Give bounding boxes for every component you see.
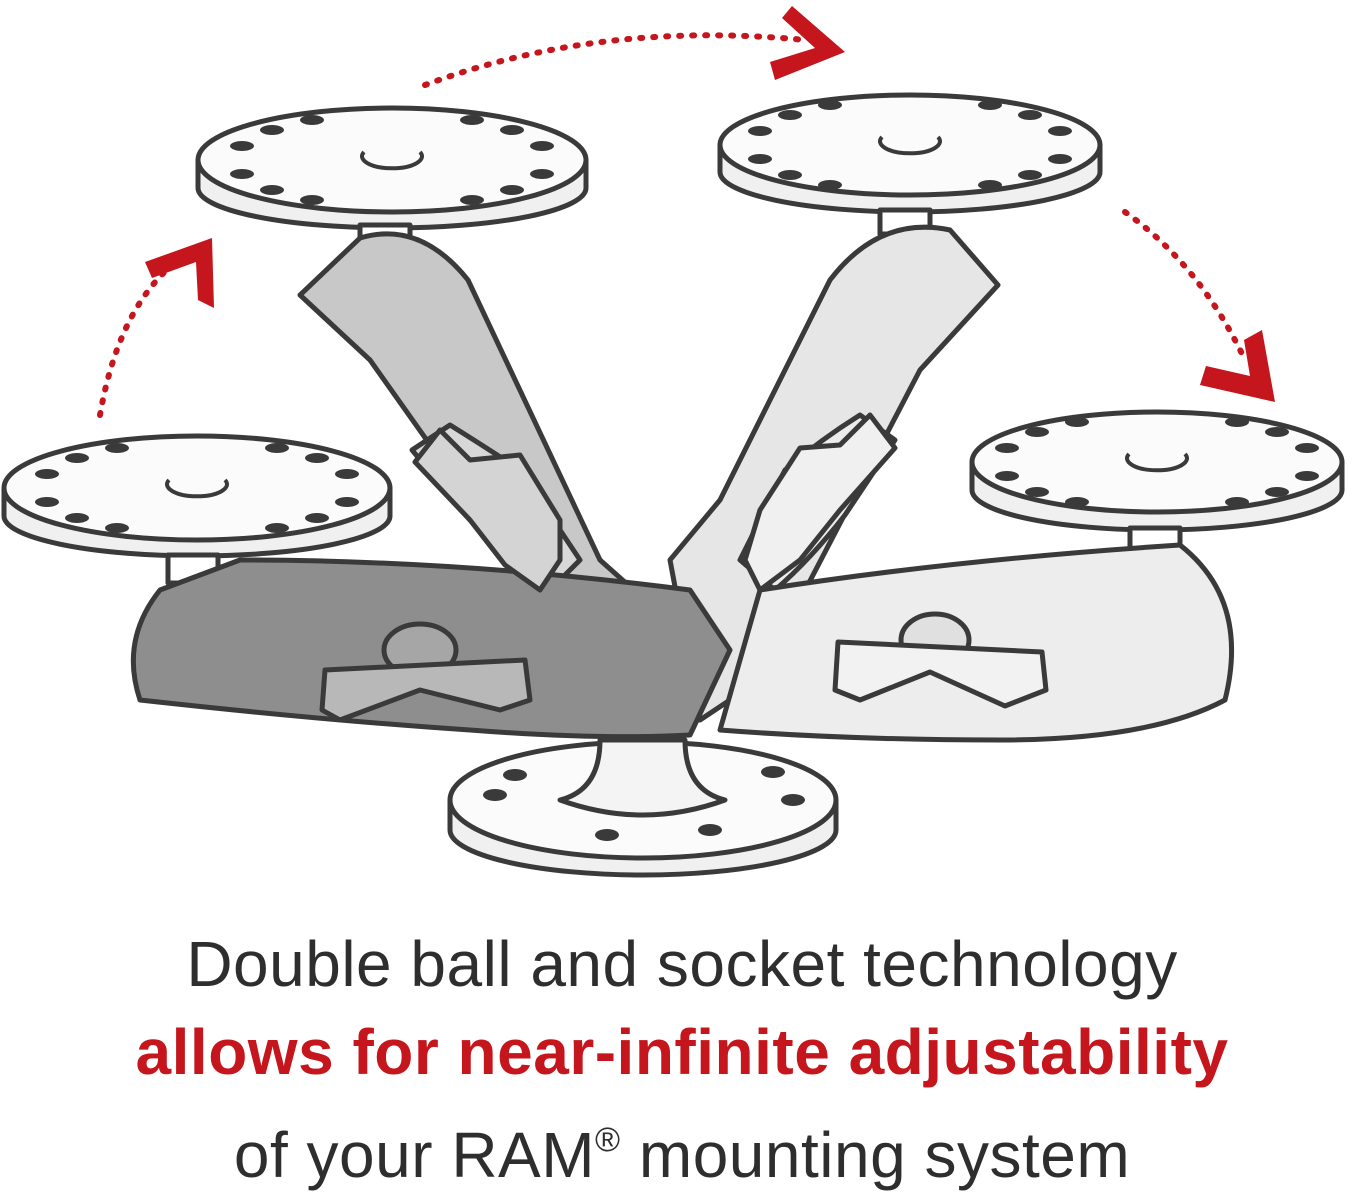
wing-knob-icon	[742, 412, 898, 593]
double-socket-arm-icon	[130, 557, 733, 740]
curved-dotted-arrow-icon	[97, 238, 214, 418]
curved-dotted-arrow-icon	[422, 6, 845, 88]
round-mounting-plate-icon	[969, 409, 1345, 559]
curved-dotted-arrow-icon	[1122, 209, 1275, 402]
round-mounting-plate-icon	[195, 105, 589, 250]
caption-line-3-end: mounting system	[620, 1119, 1131, 1191]
double-socket-arm-icon	[717, 542, 1235, 743]
wing-knob-icon	[412, 427, 563, 593]
caption-line-2-highlight: allows for near-infinite adjustability	[135, 1016, 1229, 1088]
caption-line-3: of your RAM® mounting system	[0, 1096, 1364, 1199]
registered-mark: ®	[595, 1121, 621, 1159]
ram-mount-illustration	[1, 6, 1345, 878]
caption-line-1: Double ball and socket technology	[186, 928, 1178, 1000]
caption: Double ball and socket technology allows…	[0, 920, 1364, 1199]
caption-line-3-start: of your RAM	[233, 1119, 596, 1191]
round-mounting-plate-icon	[717, 92, 1103, 237]
round-mounting-plate-icon	[447, 737, 839, 878]
